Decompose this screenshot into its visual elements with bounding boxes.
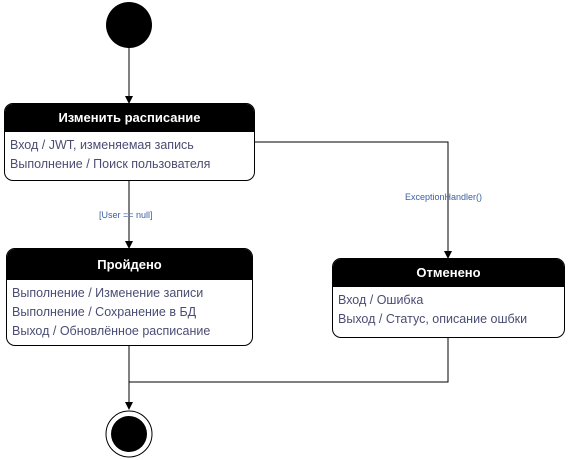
state-action: Выполнение / Поиск пользователя: [10, 157, 211, 171]
state-title: Изменить расписание: [5, 104, 254, 132]
final-state-dot: [111, 416, 147, 452]
transition-edit-to-cancelled: [254, 141, 452, 259]
state-action: Выполнение / Изменение записи: [12, 286, 204, 300]
state-action: Вход / JWT, изменяемая запись: [10, 138, 194, 152]
state-action: Вход / Ошибка: [338, 293, 424, 307]
transition-label: ExceptionHandler(): [405, 192, 483, 202]
state-title: Отменено: [333, 259, 564, 287]
initial-state: [106, 2, 152, 48]
transition-cancelled-to-final: [129, 338, 449, 383]
guard-label: [User == null]: [99, 210, 153, 220]
state-title: Пройдено: [7, 249, 252, 280]
state-cancelled: Отменено Вход / Ошибка Выход / Статус, о…: [332, 258, 565, 338]
state-action: Выход / Обновлённое расписание: [12, 324, 211, 338]
state-action: Выполнение / Сохранение в БД: [12, 305, 197, 319]
state-edit-schedule: Изменить расписание Вход / JWT, изменяем…: [4, 103, 255, 181]
state-action: Выход / Статус, описание ошбки: [338, 312, 528, 326]
state-actions: Вход / JWT, изменяемая запись Выполнение…: [5, 132, 254, 174]
state-actions: Выполнение / Изменение записи Выполнение…: [7, 280, 252, 341]
state-passed: Пройдено Выполнение / Изменение записи В…: [6, 248, 253, 346]
state-actions: Вход / Ошибка Выход / Статус, описание о…: [333, 287, 564, 329]
